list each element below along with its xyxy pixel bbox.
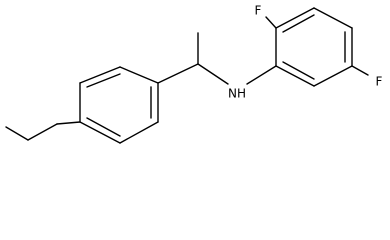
bond-cf-top bbox=[265, 16, 277, 29]
bond-phenyl-double-a bbox=[86, 73, 121, 88]
bond-ring2-double-a bbox=[282, 14, 315, 33]
bond-ring2-5 bbox=[313, 65, 353, 87]
chiral-center-bonds bbox=[157, 32, 229, 85]
bond-phenyl-2 bbox=[79, 66, 121, 84]
bond-cf-right bbox=[351, 65, 369, 76]
propyl-chain bbox=[5, 121, 81, 141]
bond-aryl-ch bbox=[157, 63, 199, 84]
phenyl-ring bbox=[79, 66, 159, 144]
fluorine-atom-right: F bbox=[376, 75, 383, 89]
bond-phenyl-5 bbox=[119, 121, 159, 144]
bond-ring2-3 bbox=[313, 7, 353, 29]
fluorine-atom-top: F bbox=[255, 4, 262, 18]
bond-propyl-2 bbox=[27, 123, 58, 141]
bond-ring2-6 bbox=[275, 65, 315, 87]
bond-propyl-aryl bbox=[56, 121, 81, 125]
bond-propyl-1 bbox=[5, 126, 29, 141]
bond-ch-nh bbox=[197, 63, 229, 85]
structure-diagram: F F NH bbox=[5, 4, 383, 144]
bond-ring2-2 bbox=[275, 7, 315, 29]
bond-phenyl-3 bbox=[119, 66, 159, 84]
bond-nh-aryl bbox=[246, 65, 277, 85]
amine-nh-label: NH bbox=[228, 87, 246, 101]
fluorine-bonds bbox=[265, 16, 369, 76]
bond-phenyl-double-c bbox=[86, 117, 121, 137]
bond-phenyl-6 bbox=[79, 121, 121, 144]
difluorophenyl-ring bbox=[275, 7, 353, 87]
amine-bonds bbox=[246, 65, 277, 85]
bond-ring2-double-c bbox=[282, 61, 315, 80]
